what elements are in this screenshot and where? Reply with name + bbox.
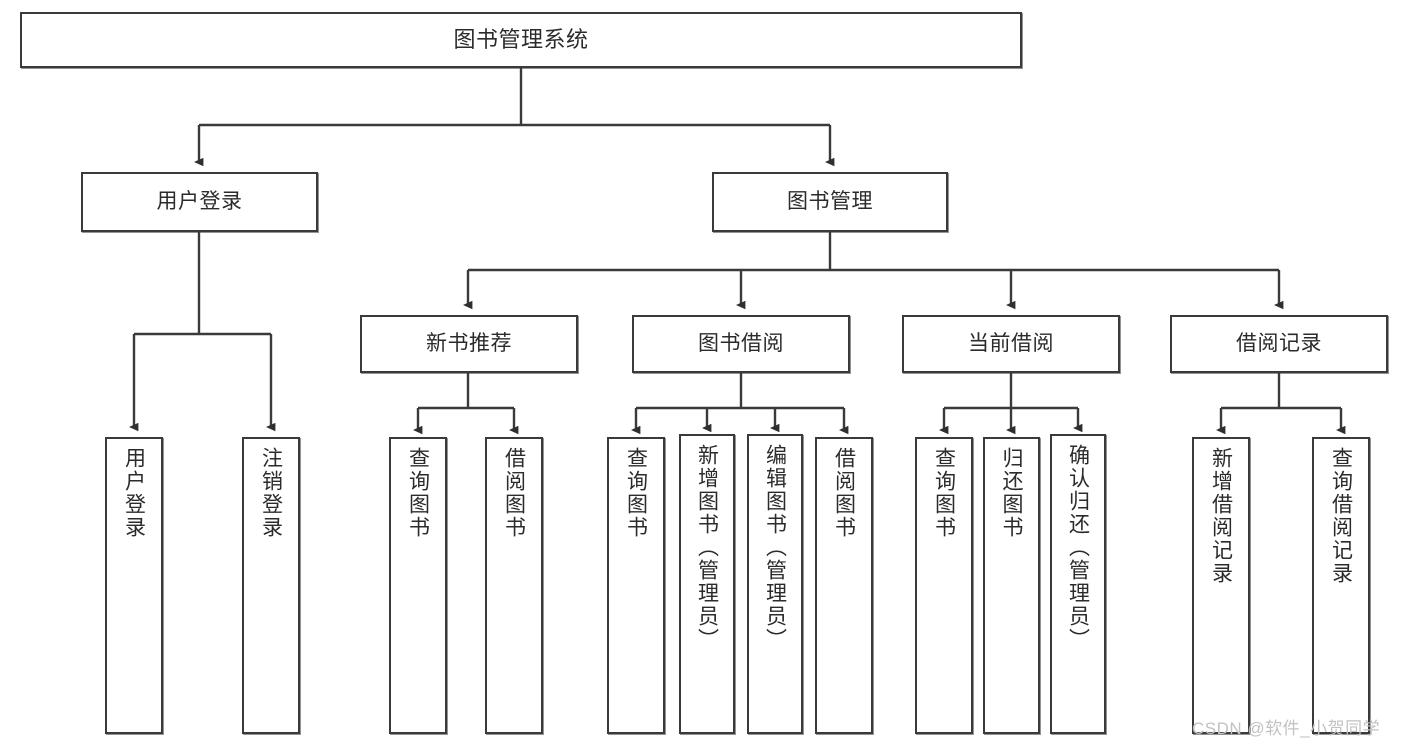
node-label: 归还图书 bbox=[1000, 447, 1023, 539]
node-label: 用户登录 bbox=[156, 189, 243, 213]
node-new-book-recommend[interactable]: 新书推荐 bbox=[360, 315, 578, 373]
node-label: 查询图书 bbox=[624, 447, 648, 539]
node-label: 借阅图书 bbox=[502, 447, 526, 539]
node-leaf-edit-book[interactable]: 编辑图书（管理员） bbox=[747, 434, 803, 734]
node-book-borrow[interactable]: 图书借阅 bbox=[632, 315, 850, 373]
csdn-watermark: CSDN @软件_小贺同学 bbox=[1192, 719, 1381, 738]
node-current-borrow[interactable]: 当前借阅 bbox=[902, 315, 1120, 373]
node-label: 图书管理系统 bbox=[453, 27, 589, 53]
node-borrow-record[interactable]: 借阅记录 bbox=[1170, 315, 1388, 373]
node-leaf-add-borrow-record[interactable]: 新增借阅记录 bbox=[1192, 437, 1250, 734]
node-leaf-add-book[interactable]: 新增图书（管理员） bbox=[679, 434, 735, 734]
node-book-management[interactable]: 图书管理 bbox=[712, 172, 948, 232]
node-label: 图书借阅 bbox=[698, 331, 784, 355]
node-label: 注销登录 bbox=[259, 447, 283, 539]
node-label: 查询借阅记录 bbox=[1329, 447, 1353, 585]
node-leaf-query-book-1[interactable]: 查询图书 bbox=[389, 437, 447, 734]
node-leaf-user-login[interactable]: 用户登录 bbox=[105, 437, 163, 734]
node-label: 借阅记录 bbox=[1236, 331, 1322, 355]
node-leaf-logout-login[interactable]: 注销登录 bbox=[242, 437, 300, 734]
node-label: 当前借阅 bbox=[968, 331, 1054, 355]
node-root-system[interactable]: 图书管理系统 bbox=[20, 12, 1022, 68]
node-label: 编辑图书（管理员） bbox=[763, 444, 787, 651]
node-label: 查询图书 bbox=[406, 447, 430, 539]
node-label: 确认归还（管理员） bbox=[1066, 444, 1090, 651]
node-label: 借阅图书 bbox=[832, 447, 856, 539]
node-leaf-borrow-book-1[interactable]: 借阅图书 bbox=[485, 437, 543, 734]
node-label: 新增借阅记录 bbox=[1209, 447, 1233, 585]
node-label: 查询图书 bbox=[932, 447, 956, 539]
node-label: 图书管理 bbox=[787, 189, 873, 213]
node-leaf-query-book-2[interactable]: 查询图书 bbox=[607, 437, 665, 734]
node-leaf-return-book[interactable]: 归还图书 bbox=[983, 437, 1040, 734]
node-leaf-confirm-return[interactable]: 确认归还（管理员） bbox=[1050, 434, 1106, 734]
node-label: 新增图书（管理员） bbox=[695, 444, 719, 651]
node-label: 新书推荐 bbox=[426, 331, 512, 355]
node-label: 用户登录 bbox=[122, 447, 146, 539]
node-leaf-borrow-book-2[interactable]: 借阅图书 bbox=[815, 437, 873, 734]
node-leaf-query-borrow-record[interactable]: 查询借阅记录 bbox=[1312, 437, 1370, 734]
node-leaf-query-book-3[interactable]: 查询图书 bbox=[915, 437, 973, 734]
node-user-login[interactable]: 用户登录 bbox=[81, 172, 318, 232]
